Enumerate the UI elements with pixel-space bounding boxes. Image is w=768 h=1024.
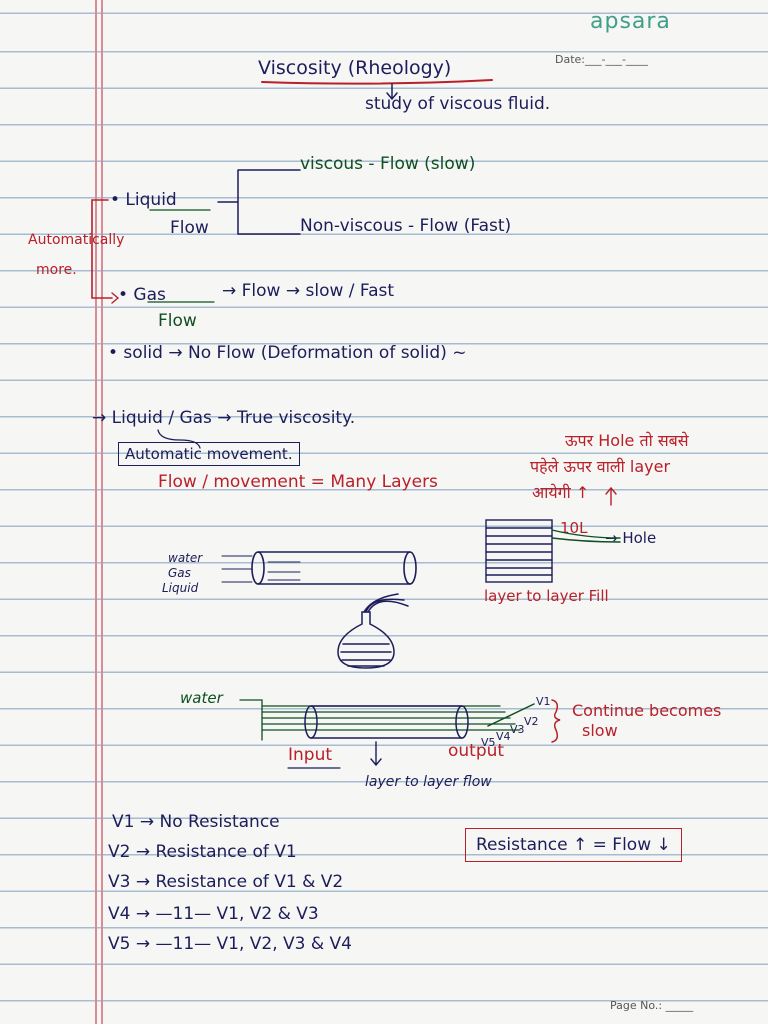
layered-pipe-icon <box>239 699 561 767</box>
velocity-label-v5: V5 <box>481 736 496 749</box>
margin-line <box>95 0 97 1024</box>
slow-text: slow <box>582 721 618 740</box>
automatic-movement-box: Automatic movement. <box>118 442 300 466</box>
notes-title: Viscosity (Rheology) <box>258 57 452 79</box>
page-number-label: Page No.: _____ <box>610 999 694 1012</box>
velocity-label-v1: V1 <box>536 695 551 708</box>
pipe-label-water: water <box>168 551 203 565</box>
margin-line <box>101 0 103 1024</box>
layered-tank-icon <box>485 486 621 583</box>
velocity-label-v4: V4 <box>496 730 511 743</box>
liquid-flow-text: Flow <box>170 218 209 238</box>
velocity-label-v2: V2 <box>524 715 539 728</box>
solid-text: • solid → No Flow (Deformation of solid)… <box>108 343 467 363</box>
flow-movement-text: Flow / movement = Many Layers <box>158 472 438 492</box>
viscous-text: viscous - Flow (slow) <box>300 154 476 174</box>
gas-text: • Gas <box>118 285 166 305</box>
gas-flow-arrow-text: → Flow → slow / Fast <box>222 281 395 301</box>
v-list-item-4: V4 → —11— V1, V2 & V3 <box>108 904 319 924</box>
v-list-item-3: V3 → Resistance of V1 & V2 <box>108 872 344 892</box>
layer-fill-text: layer to layer Fill <box>484 587 609 605</box>
non-viscous-text: Non-viscous - Flow (Fast) <box>300 216 512 236</box>
automatically-text: Automatically <box>28 232 125 248</box>
input-label: Input <box>288 745 333 765</box>
down-arrow-icon <box>386 83 398 101</box>
pipe-label-gas: Gas <box>168 566 191 580</box>
notes-subtitle: study of viscous fluid. <box>365 94 551 114</box>
hindi-note-line2: पहेले ऊपर वाली layer <box>530 457 671 476</box>
liquid-gas-brace <box>157 429 201 449</box>
liquid-gas-text: → Liquid / Gas → True viscosity. <box>92 408 356 428</box>
resistance-flow-box: Resistance ↑ = Flow ↓ <box>465 828 682 862</box>
red-bracket <box>91 199 113 299</box>
hindi-note-line3: आयेगी ↑ <box>532 483 590 502</box>
flask-icon <box>337 593 409 669</box>
branch-bracket <box>217 169 301 235</box>
title-underline <box>261 79 493 85</box>
water-label: water <box>180 689 223 707</box>
continue-becomes-text: Continue becomes <box>572 701 722 720</box>
pipe-label-liquid: Liquid <box>162 581 199 595</box>
hindi-note-line1: ऊपर Hole तो सबसे <box>565 431 689 450</box>
output-label: output <box>448 741 505 761</box>
red-arrow-icon <box>111 292 120 304</box>
v-list-item-5: V5 → —11— V1, V2, V3 & V4 <box>108 934 352 954</box>
brand-logo: apsara <box>590 9 671 34</box>
v-list-item-2: V2 → Resistance of V1 <box>108 842 297 862</box>
simple-pipe-icon <box>221 551 417 585</box>
date-label: Date:___-___-____ <box>555 53 648 66</box>
liquid-text: • Liquid <box>110 190 177 210</box>
layer-flow-text: layer to layer flow <box>365 774 492 790</box>
gas-flow-text: Flow <box>158 311 197 331</box>
more-text: more. <box>36 262 77 278</box>
v-list-item-1: V1 → No Resistance <box>112 812 280 832</box>
